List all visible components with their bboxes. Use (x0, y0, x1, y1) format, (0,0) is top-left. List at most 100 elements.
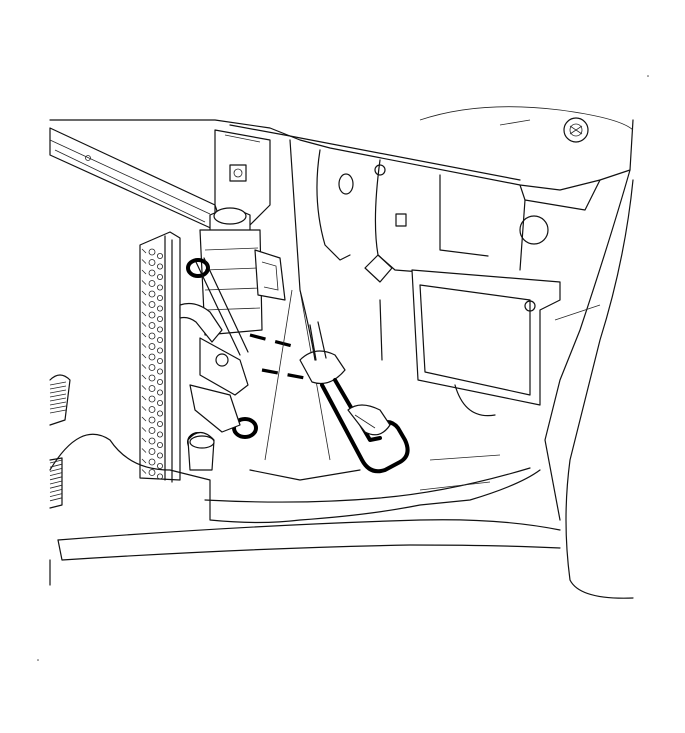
fin-tube (148, 301, 156, 308)
fin-tube (156, 284, 163, 291)
receiver-dehydrator (199, 207, 286, 336)
grille-line (49, 463, 63, 468)
upper-body-panel (49, 106, 634, 191)
fin-line (141, 437, 147, 443)
fin-tube (148, 332, 156, 340)
inner-fender-panel (289, 139, 601, 417)
fin-tube (148, 322, 156, 329)
fin-line (141, 269, 147, 275)
fender-outline (544, 169, 634, 599)
fin-tube (156, 294, 163, 301)
fin-tube (148, 416, 156, 424)
fin-tube (148, 259, 156, 266)
fin-tube (148, 343, 156, 350)
fin-tube (156, 357, 163, 364)
fin-tube (156, 252, 163, 259)
fin-tube (156, 336, 163, 343)
fin-tube (156, 420, 163, 427)
grille-line (49, 489, 63, 493)
grille-line (49, 405, 67, 410)
fin-line (141, 385, 147, 390)
fin-tube (156, 315, 163, 322)
fin-tube (148, 280, 156, 287)
fin-tube (148, 364, 156, 371)
grille-line (49, 397, 67, 402)
grille-line (49, 468, 63, 472)
fin-tube (156, 410, 163, 417)
fin-line (141, 280, 147, 285)
fin-line (141, 290, 147, 296)
ac-line-assembly (299, 321, 410, 474)
fin-tube (156, 305, 163, 312)
lower-splash-shield (49, 433, 561, 586)
grille-line (49, 389, 67, 394)
fin-line (141, 374, 147, 380)
fin-line (141, 395, 147, 401)
fin-tube (156, 273, 163, 280)
fin-line (141, 332, 147, 338)
mounting-bracket (214, 129, 271, 226)
fin-tube (156, 399, 163, 406)
fin-tube (148, 290, 156, 298)
fin-line (141, 311, 147, 317)
fin-tube (156, 326, 163, 333)
condenser-fins (141, 248, 163, 480)
fin-line (141, 406, 147, 411)
grille-line (49, 472, 63, 476)
fin-tube (148, 311, 156, 319)
edge-marks (37, 75, 649, 661)
fin-tube (148, 353, 156, 361)
fin-tube (156, 431, 163, 438)
fin-tube (148, 395, 156, 403)
fin-line (141, 248, 147, 254)
fin-line (141, 469, 147, 474)
condenser-fittings (179, 257, 249, 471)
fin-line (141, 353, 147, 359)
fin-tube (148, 269, 156, 277)
fin-tube (156, 263, 163, 270)
fin-tube (148, 458, 156, 466)
fin-line (141, 301, 147, 306)
grille-hatch (49, 381, 67, 502)
grille-line (49, 401, 67, 406)
grille-line (49, 480, 63, 485)
fin-line (141, 343, 147, 348)
fin-tube (156, 347, 163, 354)
grille-line (49, 459, 63, 464)
fin-line (141, 364, 147, 369)
fin-tube (156, 368, 163, 375)
fin-line (141, 416, 147, 422)
fin-line (141, 427, 147, 432)
fin-tube (148, 448, 156, 455)
fin-tube (156, 452, 163, 459)
grille-line (49, 476, 63, 481)
o-ring-lower (232, 417, 258, 439)
fin-tube (156, 441, 163, 448)
o-ring-upper (186, 258, 210, 278)
fin-tube (156, 378, 163, 385)
grille-line (49, 409, 67, 414)
fin-tube (148, 437, 156, 445)
fin-line (141, 458, 147, 464)
grille-line (49, 484, 63, 489)
grille-line (49, 493, 63, 497)
grille-line (49, 385, 67, 390)
grille-line (49, 381, 67, 386)
fin-tube (148, 385, 156, 392)
grille-line (49, 497, 63, 502)
fin-tube (156, 389, 163, 396)
fin-tube (148, 406, 156, 413)
fin-tube (148, 248, 156, 256)
grille-line (49, 393, 67, 398)
fin-tube (148, 374, 156, 382)
fin-tube (148, 469, 156, 476)
fin-tube (156, 473, 163, 480)
fin-line (141, 322, 147, 327)
fin-line (141, 259, 147, 264)
left-grille (49, 374, 71, 509)
fin-line (141, 448, 147, 453)
radiator-upper-bar (49, 127, 216, 231)
condenser-core (139, 231, 181, 483)
